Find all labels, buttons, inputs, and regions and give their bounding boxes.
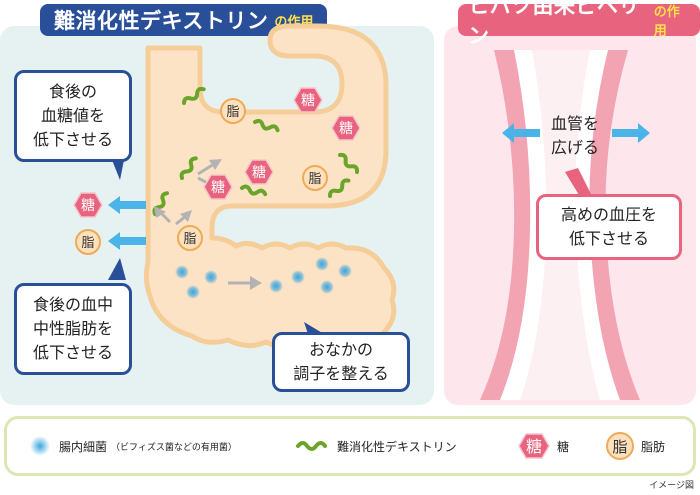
callout-line: 低下させる [568, 229, 649, 248]
legend: 腸内細菌 （ビフィズス菌などの有用菌） 難消化性デキストリン 糖 糖 脂 脂肪 [4, 416, 696, 476]
bacteria-group [175, 257, 352, 299]
fat-callout: 食後の血中 中性脂肪を 低下させる [14, 283, 132, 375]
sugar-token: 糖 [244, 159, 274, 185]
dextrin-fiber-icon [296, 441, 327, 451]
legend-sugar: 糖 糖 [517, 419, 569, 473]
svg-text:脂: 脂 [308, 172, 321, 187]
legend-bacteria-note: （ビフィズス菌などの有用菌） [111, 442, 237, 453]
legend-fat: 脂 脂肪 [605, 419, 665, 473]
svg-text:糖: 糖 [211, 180, 225, 196]
legend-bacteria: 腸内細菌 （ビフィズス菌などの有用菌） [29, 419, 237, 473]
fat-token: 脂 [75, 229, 101, 255]
legend-sugar-label: 糖 [557, 439, 570, 454]
legend-bacteria-label: 腸内細菌 [59, 439, 108, 454]
image-caption: イメージ図 [649, 481, 694, 491]
svg-text:脂: 脂 [183, 232, 196, 247]
piperine-title-sub: の作用 [653, 5, 680, 39]
legend-dextrin-label: 難消化性デキストリン [337, 439, 457, 454]
callout-tail [565, 168, 592, 200]
callout-line: 中性脂肪を [32, 319, 113, 338]
svg-text:糖: 糖 [526, 437, 542, 456]
legend-dextrin: 難消化性デキストリン [295, 419, 457, 473]
svg-text:糖: 糖 [81, 198, 95, 214]
vessel-expand-arrows [502, 123, 650, 143]
fat-token: 脂 [302, 165, 328, 191]
callout-line: 調子を整える [293, 364, 389, 383]
svg-text:脂: 脂 [226, 105, 239, 120]
fat-token: 脂 [177, 225, 203, 251]
svg-text:脂: 脂 [81, 236, 94, 251]
piperine-title: ヒハツ由来ピペリン の作用 [458, 0, 700, 48]
sugar-token: 糖 [331, 115, 361, 141]
dextrin-title-main: 難消化性デキストリン [54, 9, 269, 33]
blood-pressure-callout: 高めの血圧を 低下させる [536, 194, 682, 260]
fat-circle-icon: 脂 [606, 432, 634, 460]
intestine [143, 23, 397, 352]
callout-line: 低下させる [32, 343, 113, 362]
absorption-arrows [108, 196, 146, 250]
fat-token: 脂 [220, 98, 246, 124]
callout-line: 食後の血中 [32, 295, 113, 314]
svg-text:糖: 糖 [339, 121, 353, 137]
svg-text:糖: 糖 [301, 93, 315, 109]
callout-tail [108, 258, 126, 280]
callout-line: 高めの血圧を [560, 205, 657, 224]
callout-line: 低下させる [32, 130, 113, 149]
vessel-label: 血管を 広げる [536, 112, 614, 160]
piperine-title-main: ヒハツ由来ピペリン [468, 0, 640, 48]
sugar-token: 糖 [203, 174, 233, 200]
callout-line: 食後の [48, 82, 97, 101]
callout-line: おなかの [308, 340, 373, 359]
blood-sugar-callout: 食後の 血糖値を 低下させる [14, 70, 132, 162]
callout-line: 血糖値を [40, 106, 105, 125]
vessel-label-line: 広げる [550, 138, 599, 157]
sugar-token: 糖 [293, 87, 323, 113]
vessel-label-line: 血管を [550, 114, 599, 133]
svg-text:糖: 糖 [252, 165, 266, 181]
sugar-hexagon-icon: 糖 [518, 433, 550, 459]
sugar-token: 糖 [73, 192, 103, 218]
gut-callout: おなかの 調子を整える [272, 332, 410, 392]
legend-fat-label: 脂肪 [641, 439, 666, 454]
bacteria-icon [30, 436, 50, 456]
svg-text:脂: 脂 [612, 438, 627, 456]
